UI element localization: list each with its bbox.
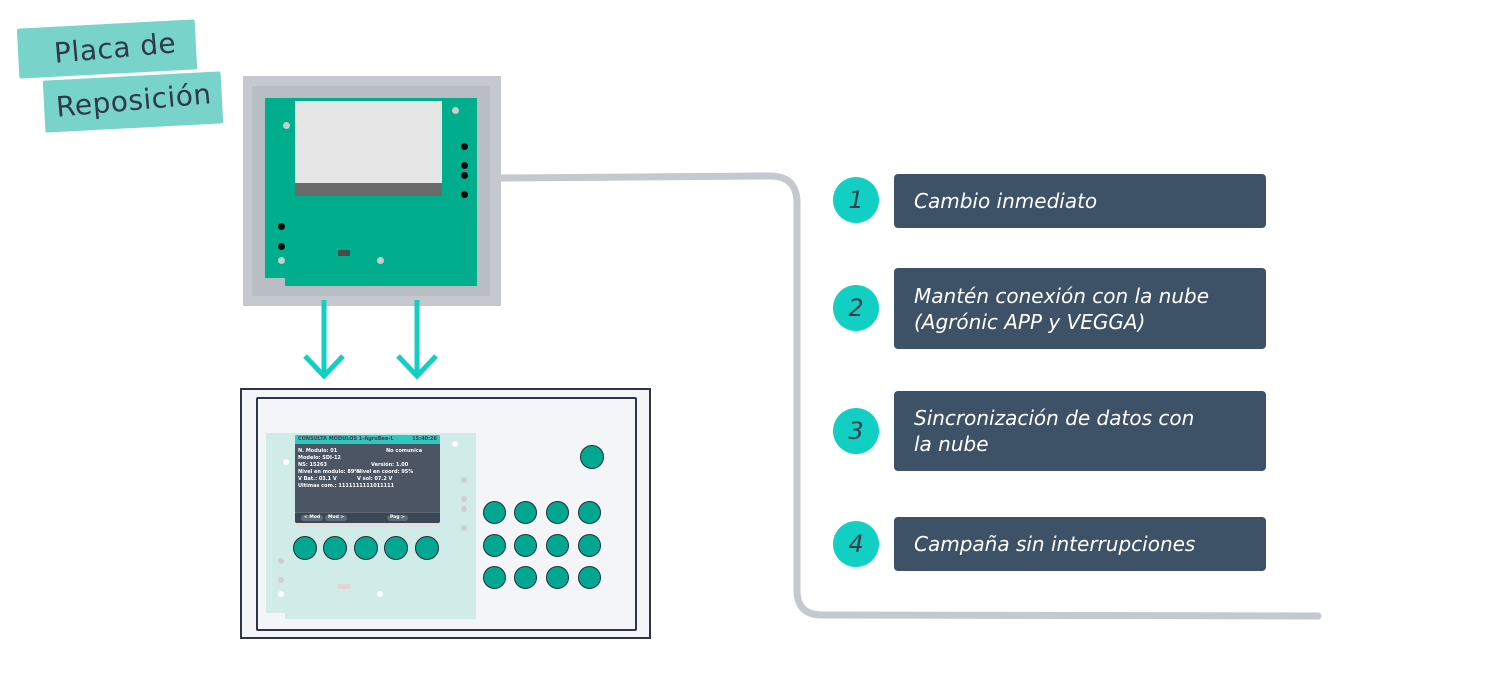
keypad-key[interactable] [578, 566, 601, 589]
pcb-component [461, 191, 468, 198]
pcb-mount-hole [283, 122, 290, 129]
lcd-shadow [295, 523, 440, 527]
panel-hole [452, 441, 458, 447]
keypad-key[interactable] [578, 534, 601, 557]
function-key[interactable] [354, 536, 378, 560]
title-line-1: Placa de [52, 26, 178, 70]
power-key[interactable] [580, 445, 604, 469]
lcd-prev-module-button[interactable]: < Mod [301, 515, 324, 521]
panel-hole [461, 477, 467, 483]
pcb-component [278, 223, 285, 230]
feature-box: Mantén conexión con la nube (Agrónic APP… [894, 268, 1266, 349]
feature-text-line-1: Mantén conexión con la nube [914, 283, 1210, 308]
lcd-header: CONSULTA MÓDULOS 1-AgroBee-L 15:40:26 [295, 435, 440, 444]
keypad-key[interactable] [578, 501, 601, 524]
pcb-display-area [295, 101, 442, 183]
feature-number-badge: 3 [833, 408, 879, 454]
pcb-notch [265, 278, 285, 286]
pcb-component [461, 172, 468, 179]
pcb-component [461, 143, 468, 150]
title-tape-2: Reposición [42, 71, 224, 133]
pcb-mount-hole [452, 107, 459, 114]
lcd-line-left: Ultimas com.: 1111111111011111 [298, 483, 395, 489]
keypad-key[interactable] [483, 534, 506, 557]
feature-text-line-2: la nube [914, 432, 989, 456]
feature-number-badge: 1 [833, 177, 879, 223]
feature-text: Campaña sin interrupciones [914, 532, 1196, 556]
panel-hole [377, 591, 383, 597]
feature-box: Campaña sin interrupciones [894, 517, 1266, 571]
panel-chip-outline [338, 584, 350, 589]
keypad-key[interactable] [514, 566, 537, 589]
lcd-line-right: V sol: 07.2 V [357, 476, 393, 482]
keypad-key[interactable] [546, 501, 569, 524]
feature-text-line-1: Sincronización de datos con [914, 406, 1195, 430]
feature-text: Cambio inmediato [914, 189, 1098, 213]
lcd-line-left: V Bat.: 03.1 V [298, 476, 337, 482]
function-key[interactable] [415, 536, 439, 560]
panel-hole [461, 525, 467, 531]
lcd-line-left: Nivel en modulo: 89% [298, 469, 360, 475]
title-tape-1: Placa de [16, 19, 198, 79]
feature-number-badge: 2 [833, 285, 879, 331]
lcd-line-left: NS: 15263 [298, 462, 327, 468]
panel-hole [283, 459, 289, 465]
keypad-key[interactable] [546, 566, 569, 589]
lcd-next-module-button[interactable]: Mod > [325, 515, 348, 521]
pcb-bottom-edge [285, 278, 477, 286]
lcd-line-left: N. Modulo: 01 [298, 448, 338, 454]
feature-number-badge: 4 [833, 521, 879, 567]
pcb-chip [338, 250, 350, 256]
lcd-softkey-bar: < Mod Mod > Pag > [295, 512, 440, 523]
keypad-key[interactable] [514, 534, 537, 557]
down-arrow-icon [303, 300, 345, 380]
panel-hole [461, 496, 467, 502]
feature-box: Cambio inmediato [894, 174, 1266, 228]
function-key[interactable] [323, 536, 347, 560]
pcb-display-connector [295, 183, 442, 196]
keypad-key[interactable] [514, 501, 537, 524]
keypad-key[interactable] [546, 534, 569, 557]
panel-hole [278, 591, 284, 597]
pcb-mount-hole [377, 257, 384, 264]
lcd-line-right: No comunica [386, 448, 423, 454]
lcd-line-left: Modelo: SDI-12 [298, 455, 341, 461]
controller-pcb-outline-edge [285, 613, 476, 619]
function-key[interactable] [384, 536, 408, 560]
feature-box: Sincronización de datos con la nube [894, 391, 1266, 471]
lcd-screen: CONSULTA MÓDULOS 1-AgroBee-L 15:40:26 N.… [295, 435, 440, 523]
panel-hole [278, 577, 284, 583]
keypad-key[interactable] [483, 566, 506, 589]
lcd-time: 15:40:26 [412, 436, 437, 442]
lcd-line-right: Nivel en coord: 95% [357, 469, 414, 475]
title-line-2: Reposición [54, 77, 213, 124]
function-key[interactable] [293, 536, 317, 560]
pcb-component [461, 162, 468, 169]
panel-hole [278, 558, 284, 564]
panel-hole [461, 506, 467, 512]
feature-text-line-2: (Agrónic APP y VEGGA) [914, 309, 1146, 334]
lcd-line-right: Versión: 1.00 [371, 462, 409, 468]
pcb-mount-hole [278, 257, 285, 264]
lcd-title: CONSULTA MÓDULOS 1-AgroBee-L [298, 436, 394, 442]
keypad-key[interactable] [483, 501, 506, 524]
down-arrow-icon [396, 300, 438, 380]
pcb-component [278, 243, 285, 250]
lcd-next-page-button[interactable]: Pag > [387, 515, 408, 521]
